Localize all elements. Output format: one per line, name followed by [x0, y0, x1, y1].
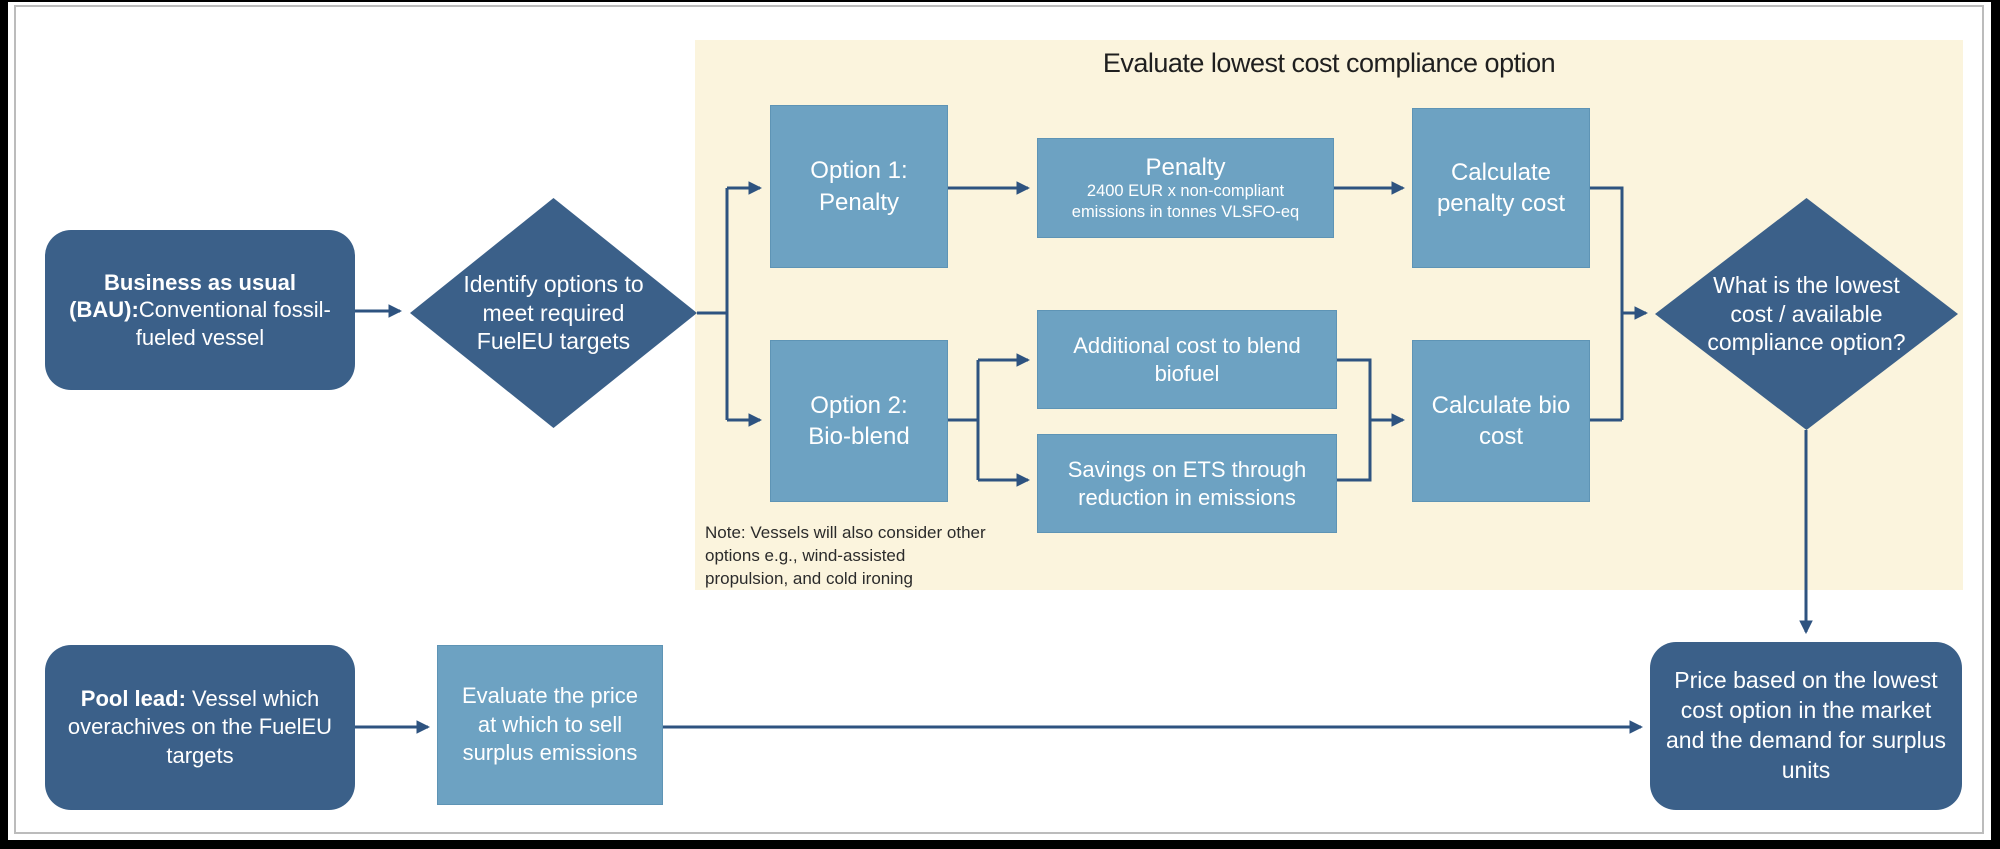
frame-edge-right [1991, 0, 2000, 849]
frame-edge-left [0, 0, 8, 849]
inner-frame-border [14, 5, 1984, 834]
pool-lead-bold-text: Pool lead: [80, 685, 186, 711]
evaluate-price-label: Evaluate the price at which to sell surp… [461, 683, 639, 766]
calculate-bio-cost-label: Calculate bio cost [1431, 391, 1571, 450]
price-node: Price based on the lowest cost option in… [1650, 642, 1962, 810]
calculate-bio-cost-node: Calculate bio cost [1412, 340, 1590, 502]
note-text: Note: Vessels will also consider other o… [705, 523, 986, 588]
option1-penalty-node: Option 1: Penalty [770, 105, 948, 268]
bau-bold-text: Business as usual (BAU): [69, 269, 296, 323]
evaluate-price-node: Evaluate the price at which to sell surp… [437, 645, 663, 805]
option1-line2: Penalty [818, 188, 900, 216]
identify-options-label: Identify options to meet required FuelEU… [463, 270, 644, 355]
panel-title: Evaluate lowest cost compliance option [1102, 48, 1556, 78]
penalty-detail-node: Penalty 2400 EUR x non-compliant emissio… [1037, 138, 1334, 238]
savings-ets-node: Savings on ETS through reduction in emis… [1037, 434, 1337, 533]
additional-cost-label: Additional cost to blend biofuel [1073, 333, 1301, 386]
pool-lead-text: Vessel which overachives on the FuelEU t… [67, 685, 333, 768]
bau-label: Business as usual (BAU):Conventional fos… [64, 269, 337, 352]
frame-edge-bottom [0, 840, 2000, 849]
bau-text: Conventional fossil-fueled vessel [135, 297, 331, 350]
option1-line1: Option 1: [810, 157, 908, 185]
calculate-penalty-cost-node: Calculate penalty cost [1412, 108, 1590, 268]
option2-bio-blend-node: Option 2: Bio-blend [770, 340, 948, 502]
lowest-cost-label: What is the lowest cost / available comp… [1707, 271, 1906, 356]
frame-edge-top [0, 0, 2000, 2]
penalty-title: Penalty [1145, 153, 1226, 181]
option2-line2: Bio-blend [808, 423, 910, 450]
bau-node: Business as usual (BAU):Conventional fos… [45, 230, 355, 390]
option2-line1: Option 2: [810, 391, 908, 419]
additional-cost-node: Additional cost to blend biofuel [1037, 310, 1337, 409]
penalty-subtitle: 2400 EUR x non-compliant emissions in to… [1071, 182, 1300, 221]
pool-lead-node: Pool lead: Vessel which overachives on t… [45, 645, 355, 810]
pool-lead-label: Pool lead: Vessel which overachives on t… [64, 685, 337, 771]
calculate-penalty-cost-label: Calculate penalty cost [1436, 158, 1566, 217]
price-label: Price based on the lowest cost option in… [1665, 667, 1946, 783]
savings-ets-label: Savings on ETS through reduction in emis… [1067, 457, 1307, 510]
